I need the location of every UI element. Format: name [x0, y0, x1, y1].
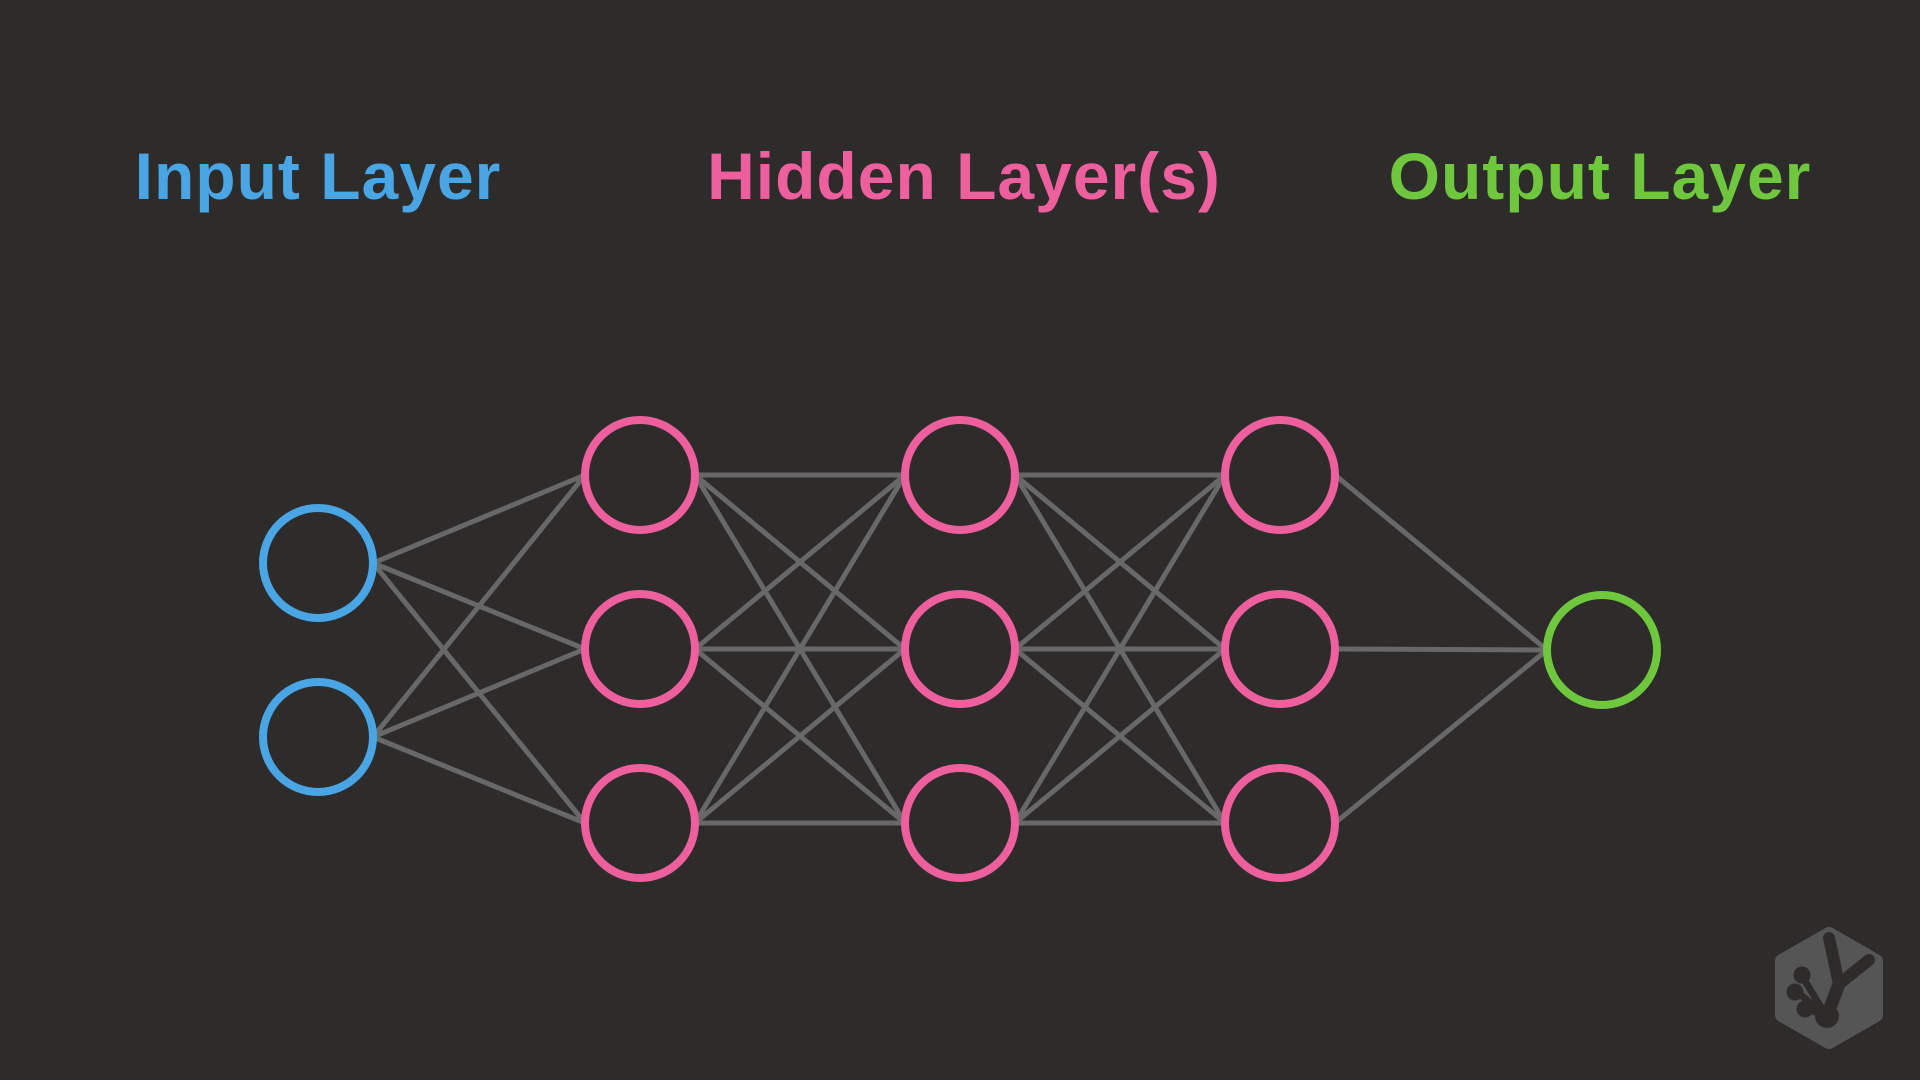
- edge-input-to-hidden-1: [372, 472, 586, 566]
- edge-hidden-3-to-output: [1333, 648, 1549, 825]
- hidden-3-node-3: [1221, 764, 1339, 882]
- hidden-1-node-2: [581, 590, 699, 708]
- hidden-3-node-1: [1221, 416, 1339, 534]
- edge-hidden-1-to-hidden-2: [693, 473, 907, 651]
- hidden-layer-label: Hidden Layer(s): [707, 139, 1221, 213]
- input-layer-label: Input Layer: [134, 139, 502, 213]
- edges-group: [371, 472, 1549, 826]
- edge-input-to-hidden-1: [372, 646, 586, 740]
- input-node-2: [259, 678, 377, 796]
- logo-foot-pads: [1786, 966, 1839, 1028]
- edge-hidden-1-to-hidden-2: [692, 473, 908, 825]
- hexagon-frog-foot-logo-icon: [1775, 927, 1883, 1049]
- hidden-2-node-1: [901, 416, 1019, 534]
- nodes-group: [259, 416, 1661, 882]
- edge-hidden-3-to-output: [1334, 646, 1548, 653]
- hidden-3-node-2: [1221, 590, 1339, 708]
- output-node-1: [1543, 591, 1661, 709]
- edge-hidden-2-to-hidden-3: [1012, 473, 1228, 825]
- input-node-1: [259, 504, 377, 622]
- edge-input-to-hidden-1: [371, 473, 587, 739]
- edge-hidden-1-to-hidden-2: [693, 647, 907, 825]
- hidden-2-node-2: [901, 590, 1019, 708]
- edge-hidden-3-to-output: [1333, 473, 1549, 652]
- hidden-2-node-3: [901, 764, 1019, 882]
- hidden-1-node-3: [581, 764, 699, 882]
- edge-hidden-2-to-hidden-3: [1013, 473, 1227, 651]
- hidden-1-node-1: [581, 416, 699, 534]
- output-layer-label: Output Layer: [1388, 139, 1812, 213]
- edge-input-to-hidden-1: [372, 734, 586, 826]
- edge-hidden-2-to-hidden-3: [1013, 647, 1227, 825]
